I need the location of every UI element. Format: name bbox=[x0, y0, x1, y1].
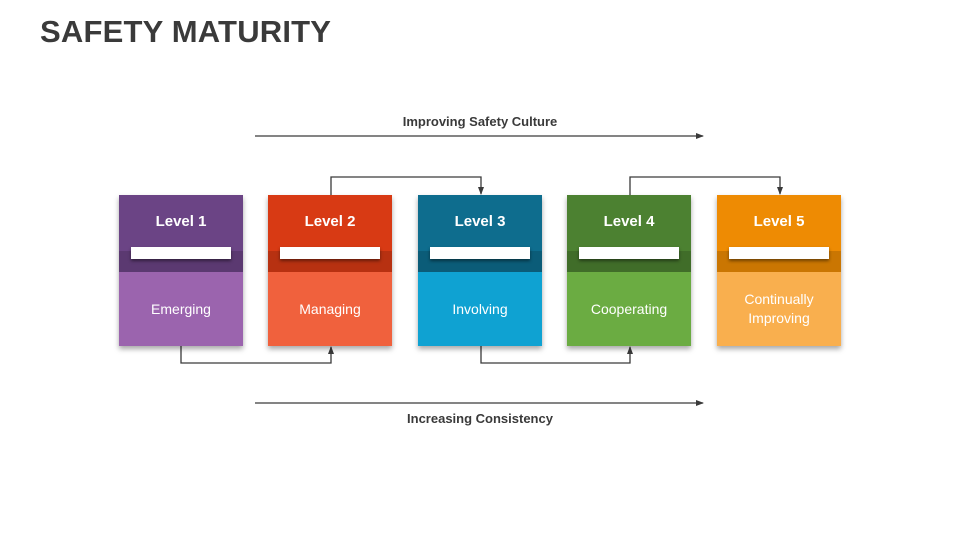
level-stage: Cooperating bbox=[567, 272, 691, 346]
level-label: Level 4 bbox=[603, 213, 655, 230]
level-card-header: Level 1 bbox=[119, 195, 243, 272]
connector-level2-level3 bbox=[330, 176, 484, 195]
level-label: Level 5 bbox=[753, 213, 805, 230]
level-divider-bar bbox=[729, 247, 829, 259]
page-title: SAFETY MATURITY bbox=[40, 14, 332, 49]
level-card-header: Level 4 bbox=[567, 195, 691, 272]
level-card-header: Level 3 bbox=[418, 195, 542, 272]
level-label: Level 3 bbox=[454, 213, 506, 230]
level-card-5: Level 5 Continually Improving bbox=[717, 195, 841, 346]
level-card-header: Level 2 bbox=[268, 195, 392, 272]
level-card-2: Level 2 Managing bbox=[268, 195, 392, 346]
level-card-1: Level 1 Emerging bbox=[119, 195, 243, 346]
level-divider-bar bbox=[579, 247, 679, 259]
level-divider-bar bbox=[280, 247, 380, 259]
bottom-caption: Increasing Consistency bbox=[407, 411, 553, 426]
level-divider-bar bbox=[430, 247, 530, 259]
level-card-header: Level 5 bbox=[717, 195, 841, 272]
connector-level1-level2 bbox=[180, 346, 334, 364]
level-divider-bar bbox=[131, 247, 231, 259]
top-caption: Improving Safety Culture bbox=[402, 114, 558, 129]
connector-level3-level4 bbox=[480, 346, 633, 364]
level-card-4: Level 4 Cooperating bbox=[567, 195, 691, 346]
level-stage: Continually Improving bbox=[717, 272, 841, 346]
level-card-3: Level 3 Involving bbox=[418, 195, 542, 346]
level-stage: Involving bbox=[418, 272, 542, 346]
connector-level4-level5 bbox=[629, 176, 783, 195]
level-label: Level 2 bbox=[304, 213, 356, 230]
level-stage: Managing bbox=[268, 272, 392, 346]
level-stage: Emerging bbox=[119, 272, 243, 346]
level-label: Level 1 bbox=[155, 213, 207, 230]
